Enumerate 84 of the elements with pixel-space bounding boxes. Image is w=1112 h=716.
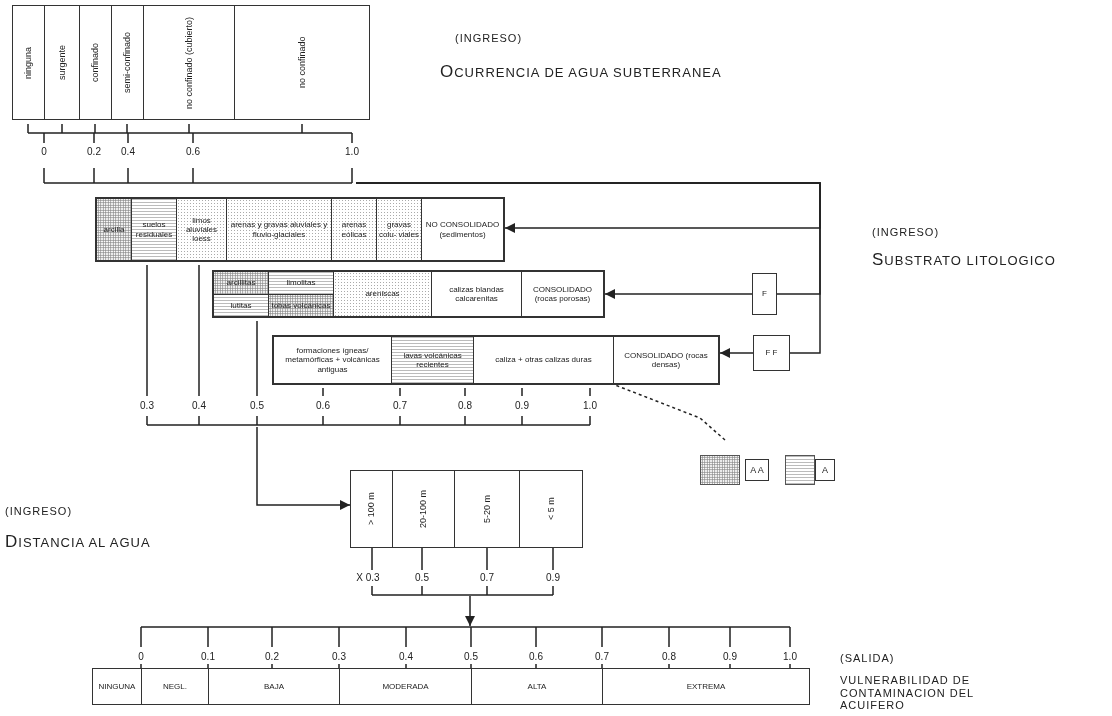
section-title: OCURRENCIA DE AGUA SUBTERRANEA [440, 62, 722, 82]
vulnerability-cell: MODERADA [339, 668, 472, 705]
scale-bracket [137, 626, 794, 648]
arrow [719, 348, 754, 358]
vulnerability-cell: NEGL. [141, 668, 209, 705]
vulnerability-cell: EXTREMA [602, 668, 810, 705]
scale-value: 0.5 [250, 400, 264, 411]
legend-label: A A [745, 459, 769, 481]
scale-value: 1.0 [583, 400, 597, 411]
aquifer-type-cell: surgente [44, 5, 80, 120]
lithology-cell: limolitas [268, 271, 334, 295]
vulnerability-cell: BAJA [208, 668, 340, 705]
scale-bracket [40, 166, 356, 184]
aquifer-type-cell: no confinado [234, 5, 370, 120]
aquifer-type-cell: no confinado (cubierto) [143, 5, 235, 120]
leader-line [614, 384, 726, 441]
depth-cell: < 5 m [519, 470, 583, 548]
scale-value: 0 [41, 146, 47, 157]
scale-value: 0.4 [399, 651, 413, 662]
lithology-band [212, 270, 605, 318]
section-title: DISTANCIA AL AGUA [5, 532, 151, 552]
aquifer-type-cell: semi-confinado [111, 5, 144, 120]
lithology-band [272, 335, 720, 385]
scale-value: 0.4 [192, 400, 206, 411]
scale-value: 0.7 [393, 400, 407, 411]
scale-value: 0.3 [140, 400, 154, 411]
lithology-cell: CONSOLIDADO (rocas porosas) [521, 271, 604, 317]
lithology-cell: arenas y gravas aluviales y fluvio-glaciales [226, 198, 332, 261]
lithology-cell: arcilla [96, 198, 132, 261]
scale-value: 0.8 [458, 400, 472, 411]
scale-value: 0.2 [87, 146, 101, 157]
arrow [465, 595, 475, 627]
scale-value: 0.2 [265, 651, 279, 662]
lithology-cell: arcillitas [213, 271, 269, 295]
scale-value: 0.5 [464, 651, 478, 662]
input-label: (INGRESO) [872, 226, 940, 238]
scale-value: 1.0 [783, 651, 797, 662]
legend-label: A [815, 459, 835, 481]
depth-cell: > 100 m [350, 470, 393, 548]
lithology-cell: tobas volcánicas [268, 294, 334, 317]
vulnerability-cell: NINGUNA [92, 668, 142, 705]
lithology-cell: NO CONSOLIDADO (sedimentos) [421, 198, 504, 261]
scale-value: 0.6 [316, 400, 330, 411]
depth-cell: 20-100 m [392, 470, 455, 548]
factor-box: F F [753, 335, 790, 371]
aquifer-type-cell: ninguna [12, 5, 45, 120]
arrow [256, 426, 351, 510]
lithology-cell: lavas volcánicas recientes [391, 336, 474, 384]
lithology-cell: CONSOLIDADO (rocas densas) [613, 336, 719, 384]
scale-value: 0.5 [415, 572, 429, 583]
scale-value: 0.8 [662, 651, 676, 662]
lithology-cell: calizas blandas calcarenitas [431, 271, 522, 317]
scale-value: 0.7 [480, 572, 494, 583]
scale-value: 0.9 [723, 651, 737, 662]
lithology-cell: gravas colu- viales [376, 198, 422, 261]
depth-cell: 5-20 m [454, 470, 520, 548]
scale-value: 0 [138, 651, 144, 662]
lithology-cell: limos aluviales loess [176, 198, 227, 261]
section-title: SUBSTRATO LITOLOGICO [872, 250, 1056, 270]
scale-value: 0.6 [186, 146, 200, 157]
vulnerability-cell: ALTA [471, 668, 603, 705]
output-label: (SALIDA) [840, 652, 895, 664]
input-label: (INGRESO) [455, 32, 523, 44]
scale-value: 1.0 [345, 146, 359, 157]
aquifer-type-cell: confinado [79, 5, 112, 120]
section-title: VULNERABILIDAD DE CONTAMINACION DEL ACUIFERO [840, 674, 975, 712]
arrow [604, 289, 753, 299]
scale-value: 0.9 [546, 572, 560, 583]
scale-value: 0.4 [121, 146, 135, 157]
scale-value: 0.9 [515, 400, 529, 411]
lithology-band [95, 197, 505, 262]
lithology-cell: areniscas [333, 271, 432, 317]
lithology-cell: caliza + otras calizas duras [473, 336, 614, 384]
lithology-cell: formaciones ígneas/ metamórficas + volcánicas antiguas [273, 336, 392, 384]
scale-value: 0.3 [332, 651, 346, 662]
lithology-cell: suelos residuales [131, 198, 177, 261]
input-label: (INGRESO) [5, 505, 73, 517]
scale-value: 0.1 [201, 651, 215, 662]
scale-value: X 0.3 [356, 572, 380, 583]
lithology-cell: arenas eólicas [331, 198, 377, 261]
lithology-cell: lutitas [213, 294, 269, 317]
factor-box: F [752, 273, 777, 315]
scale-value: 0.6 [529, 651, 543, 662]
scale-value: 0.7 [595, 651, 609, 662]
